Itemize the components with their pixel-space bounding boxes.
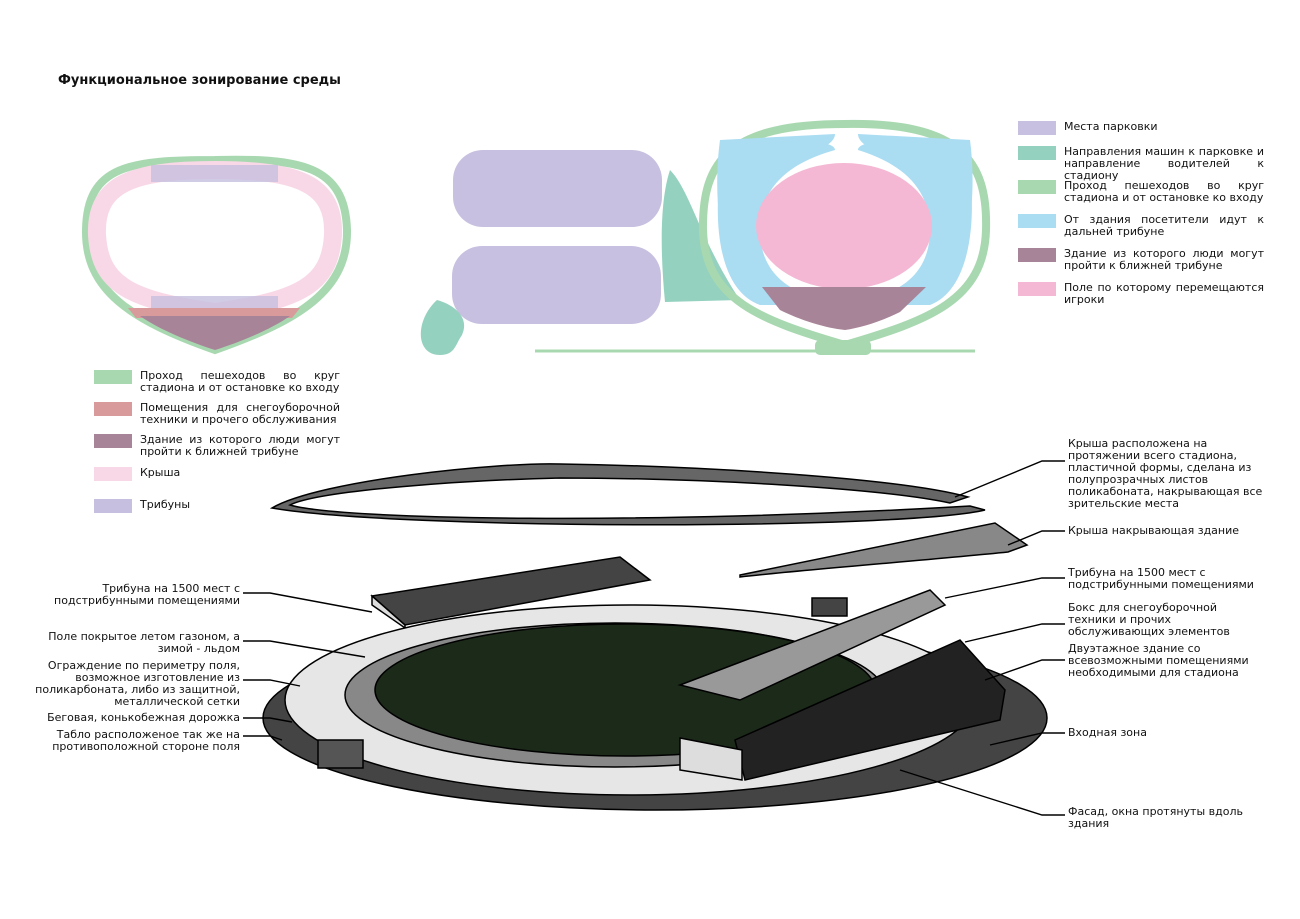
legend-swatch — [94, 402, 132, 416]
stand-top — [151, 165, 278, 182]
right-legend-item: Проход пешеходов во круг стадиона и от о… — [1018, 180, 1264, 204]
legend-label: Здание из которого люди могут пройти к б… — [140, 433, 340, 458]
legend-swatch — [94, 499, 132, 513]
building-zone — [762, 287, 926, 330]
stadium-3d — [262, 463, 1048, 811]
annotation-fence: Ограждение по периметру поля, возможное … — [35, 659, 240, 708]
scoreboard-far — [811, 597, 848, 617]
left-legend-item: Крыша — [94, 467, 340, 481]
annotation-field: Поле покрытое летом газоном, а зимой - л… — [48, 630, 240, 655]
annotation-track: Беговая, конькобежная дорожка — [47, 711, 240, 724]
legend-label: Проход пешеходов во круг стадиона и от о… — [1064, 179, 1264, 204]
building-zone — [140, 316, 290, 350]
annotation-building-roof: Крыша накрывающая здание — [1068, 524, 1240, 537]
left-legend-item: Здание из которого люди могут пройти к б… — [94, 434, 340, 458]
legend-label: От здания посетители идут к дальней триб… — [1064, 213, 1264, 238]
legend-swatch — [1018, 146, 1056, 160]
near-stand — [677, 589, 947, 701]
building-roof — [739, 522, 1029, 578]
left-zoning-plan — [81, 155, 352, 355]
entrance-block — [679, 737, 743, 781]
car-route-2 — [420, 300, 465, 355]
parking-1 — [453, 150, 662, 227]
right-legend-item: Места парковки — [1018, 121, 1264, 135]
legend-label: Направления машин к парковке и направлен… — [1064, 145, 1264, 182]
left-legend-item: Трибуны — [94, 499, 340, 513]
right-legend-item: Здание из которого люди могут пройти к б… — [1018, 248, 1264, 272]
visitor-area — [717, 141, 972, 305]
legend-swatch — [94, 434, 132, 448]
legend-label: Поле по которому перемещаются игроки — [1064, 281, 1264, 306]
parking-2 — [452, 246, 661, 324]
service-rooms — [128, 308, 300, 318]
page-title: Функциональное зонирование среды — [58, 73, 341, 88]
annotation-main-roof: Крыша расположена на протяжении всего ст… — [1068, 437, 1263, 510]
entrance-zone — [815, 340, 871, 355]
annotation-scoreboard: Табло расположеное так же на противополо… — [52, 728, 240, 753]
site-plan — [420, 119, 991, 355]
legend-swatch — [1018, 214, 1056, 228]
right-legend-item: Поле по которому перемещаются игроки — [1018, 282, 1264, 306]
legend-swatch — [1018, 282, 1056, 296]
annotation-entrance: Входная зона — [1068, 726, 1147, 739]
legend-swatch — [94, 370, 132, 384]
roof-ring — [87, 160, 343, 322]
legend-label: Трибуны — [140, 498, 191, 511]
two-storey-building — [734, 639, 1006, 781]
annotation-near-stand: Трибуна на 1500 мест с подстрибунными по… — [1068, 566, 1254, 591]
legend-label: Места парковки — [1064, 120, 1158, 133]
annotation-service-box: Бокс для снегоуборочной техники и прочих… — [1068, 601, 1230, 638]
legend-label: Здание из которого люди могут пройти к б… — [1064, 247, 1264, 272]
legend-swatch — [1018, 121, 1056, 135]
left-legend-item: Проход пешеходов во круг стадиона и от о… — [94, 370, 340, 394]
main-roof — [269, 463, 986, 526]
legend-label: Помещения для снегоуборочной техники и п… — [140, 401, 340, 426]
scoreboard — [317, 739, 364, 769]
leader-lines — [243, 460, 1065, 816]
playing-field — [756, 163, 932, 289]
annotation-building: Двуэтажное здание со всевозможными помещ… — [1068, 642, 1249, 679]
right-legend-item: От здания посетители идут к дальней триб… — [1018, 214, 1264, 238]
legend-swatch — [94, 467, 132, 481]
legend-swatch — [1018, 180, 1056, 194]
annotation-facade: Фасад, окна протянуты вдоль здания — [1068, 805, 1243, 830]
legend-swatch — [1018, 248, 1056, 262]
legend-label: Крыша — [140, 466, 181, 479]
right-legend-item: Направления машин к парковке и направлен… — [1018, 146, 1264, 182]
left-legend-item: Помещения для снегоуборочной техники и п… — [94, 402, 340, 426]
legend-label: Проход пешеходов во круг стадиона и от о… — [140, 369, 340, 394]
annotation-far-stand: Трибуна на 1500 мест с подстрибунными по… — [54, 582, 240, 607]
